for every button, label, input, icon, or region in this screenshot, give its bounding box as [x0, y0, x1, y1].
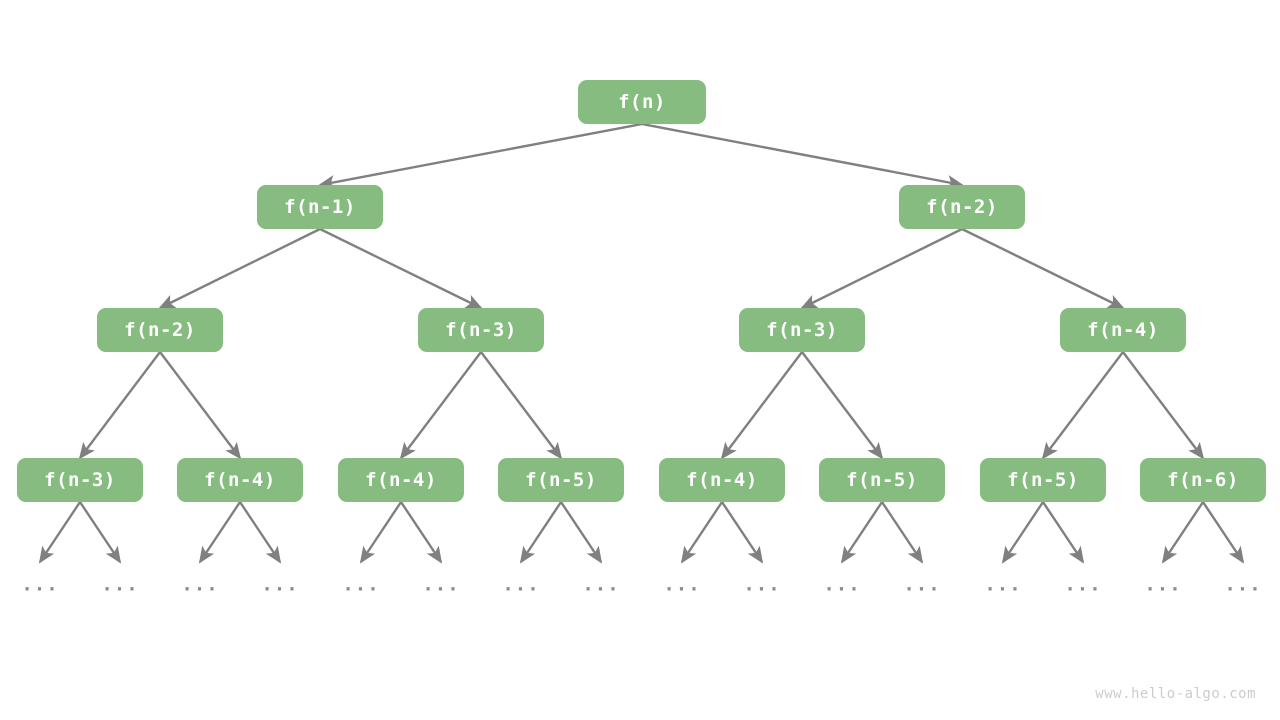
tree-node[interactable]: f(n-4): [659, 458, 785, 502]
tree-node-label: f(n-3): [44, 469, 116, 491]
tree-edge: [680, 501, 723, 564]
ellipsis-marker: ...: [342, 573, 380, 596]
tree-edge: [961, 227, 1125, 310]
ellipsis-marker: ...: [1064, 573, 1102, 596]
tree-node-label: f(n-2): [926, 196, 998, 218]
ellipsis-marker: ...: [1224, 573, 1262, 596]
tree-edge: [641, 122, 964, 190]
tree-edge: [198, 501, 241, 564]
ellipsis-marker: ...: [422, 573, 460, 596]
tree-node[interactable]: f(n-2): [899, 185, 1025, 229]
tree-node[interactable]: f(n-6): [1140, 458, 1266, 502]
tree-node[interactable]: f(n-1): [257, 185, 383, 229]
tree-edge: [1161, 501, 1204, 564]
tree-edge: [721, 501, 764, 564]
tree-node[interactable]: f(n-5): [498, 458, 624, 502]
tree-node[interactable]: f(n-4): [1060, 308, 1186, 352]
ellipsis-marker: ...: [743, 573, 781, 596]
tree-node[interactable]: f(n-4): [338, 458, 464, 502]
tree-node-label: f(n-3): [445, 319, 517, 341]
tree-node-label: f(n-4): [365, 469, 437, 491]
ellipsis-marker: ...: [1144, 573, 1182, 596]
tree-edge: [1122, 351, 1205, 460]
tree-edge: [881, 501, 924, 564]
tree-node-label: f(n-4): [1087, 319, 1159, 341]
watermark: www.hello-algo.com: [1095, 686, 1256, 702]
tree-node-label: f(n-4): [204, 469, 276, 491]
tree-edge: [38, 501, 81, 564]
ellipsis-marker: ...: [261, 573, 299, 596]
ellipsis-marker: ...: [101, 573, 139, 596]
tree-edge: [840, 501, 883, 564]
tree-node[interactable]: f(n-2): [97, 308, 223, 352]
ellipsis-marker: ...: [181, 573, 219, 596]
tree-node-label: f(n-2): [124, 319, 196, 341]
tree-node-label: f(n): [618, 91, 666, 113]
tree-node[interactable]: f(n-3): [418, 308, 544, 352]
tree-node[interactable]: f(n-5): [819, 458, 945, 502]
tree-node[interactable]: f(n): [578, 80, 706, 124]
tree-node[interactable]: f(n-5): [980, 458, 1106, 502]
tree-node-label: f(n-5): [1007, 469, 1079, 491]
tree-node[interactable]: f(n-3): [17, 458, 143, 502]
tree-node-label: f(n-4): [686, 469, 758, 491]
tree-edge: [1001, 501, 1044, 564]
tree-node-label: f(n-5): [525, 469, 597, 491]
tree-edge: [400, 501, 443, 564]
tree-edge: [801, 351, 884, 460]
tree-node[interactable]: f(n-3): [739, 308, 865, 352]
tree-node-label: f(n-6): [1167, 469, 1239, 491]
tree-edge: [399, 351, 482, 460]
tree-edge: [800, 227, 963, 310]
tree-node-label: f(n-3): [766, 319, 838, 341]
tree-edge: [79, 501, 122, 564]
tree-edge: [359, 501, 402, 564]
tree-edge: [1041, 351, 1124, 460]
tree-edge: [78, 351, 161, 460]
tree-edge: [158, 227, 321, 310]
tree-edge: [239, 501, 282, 564]
ellipsis-marker: ...: [903, 573, 941, 596]
tree-edge: [159, 351, 242, 460]
tree-edge: [318, 122, 643, 190]
ellipsis-marker: ...: [663, 573, 701, 596]
tree-edge: [1202, 501, 1245, 564]
tree-edge: [519, 501, 562, 564]
tree-edge: [319, 227, 483, 310]
ellipsis-marker: ...: [823, 573, 861, 596]
tree-edge: [480, 351, 563, 460]
ellipsis-marker: ...: [502, 573, 540, 596]
ellipsis-marker: ...: [582, 573, 620, 596]
tree-edge: [1042, 501, 1085, 564]
ellipsis-marker: ...: [984, 573, 1022, 596]
ellipsis-marker: ...: [21, 573, 59, 596]
tree-node-label: f(n-5): [846, 469, 918, 491]
tree-node-label: f(n-1): [284, 196, 356, 218]
tree-edge: [720, 351, 803, 460]
tree-edge: [560, 501, 603, 564]
tree-node[interactable]: f(n-4): [177, 458, 303, 502]
